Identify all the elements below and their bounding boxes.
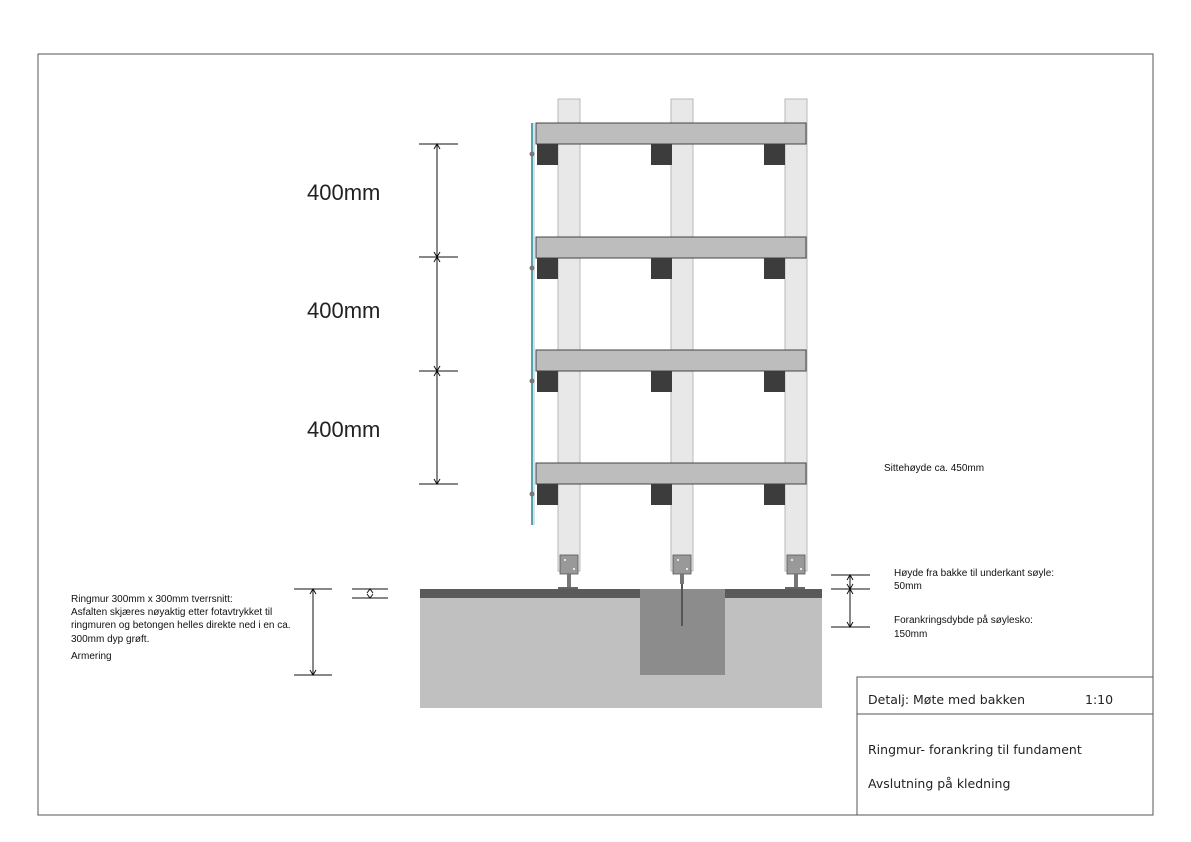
plank <box>535 462 807 485</box>
detail-title: Detalj: Møte med bakken <box>868 692 1025 707</box>
bracket <box>537 144 558 165</box>
ringmur-note-line: 300mm dyp grøft. <box>71 634 149 645</box>
ringmur-note-line: Armering <box>71 651 112 662</box>
posts <box>557 98 808 572</box>
bracket <box>537 371 558 392</box>
anchor-note-line: Forankringsdybde på søylesko: <box>894 614 1033 626</box>
scale-label: 1:10 <box>1085 692 1113 707</box>
bracket <box>764 144 785 165</box>
spacing-dimension <box>419 143 458 485</box>
title-line-1: Ringmur- forankring til fundament <box>868 742 1082 757</box>
title-line-2: Avslutning på kledning <box>868 776 1010 791</box>
sitting-height-note: Sittehøyde ca. 450mm <box>884 463 984 474</box>
spacing-label: 400mm <box>307 417 380 442</box>
bracket <box>764 258 785 279</box>
bracket <box>651 371 672 392</box>
spacing-label: 400mm <box>307 298 380 323</box>
clearance-dimension <box>831 574 870 628</box>
brackets <box>537 144 785 505</box>
bracket <box>764 371 785 392</box>
ringmur-note-line: Asfalten skjæres nøyaktig etter fotavtry… <box>71 607 272 618</box>
title-block: Detalj: Møte med bakken 1:10 Ringmur- fo… <box>856 676 1154 816</box>
post-shoe <box>558 554 579 590</box>
post-shoe <box>785 554 806 590</box>
plank <box>535 349 807 372</box>
bracket <box>651 484 672 505</box>
planks <box>535 122 807 485</box>
ringmur-note-line: Ringmur 300mm x 300mm tverrsnitt: <box>71 594 233 605</box>
post <box>784 98 808 572</box>
cladding <box>529 123 535 525</box>
clearance-note-line: 50mm <box>894 581 922 592</box>
post-shoe <box>672 554 692 584</box>
post <box>557 98 581 572</box>
ringmur-note-line: ringmuren og betongen helles direkte ned… <box>71 620 291 631</box>
post <box>670 98 694 572</box>
plank <box>535 236 807 259</box>
drawing-frame <box>37 53 1154 816</box>
ringmur-dimension <box>294 588 388 676</box>
bracket <box>651 258 672 279</box>
plank <box>535 122 807 145</box>
ground <box>420 598 822 708</box>
asphalt-layer <box>420 589 822 598</box>
bracket <box>764 484 785 505</box>
clearance-note-line: Høyde fra bakke til underkant søyle: <box>894 568 1054 579</box>
bracket <box>537 484 558 505</box>
anchor-note-line: 150mm <box>894 629 927 640</box>
post-shoes <box>558 554 806 590</box>
bracket <box>537 258 558 279</box>
bracket <box>651 144 672 165</box>
spacing-label: 400mm <box>307 180 380 205</box>
